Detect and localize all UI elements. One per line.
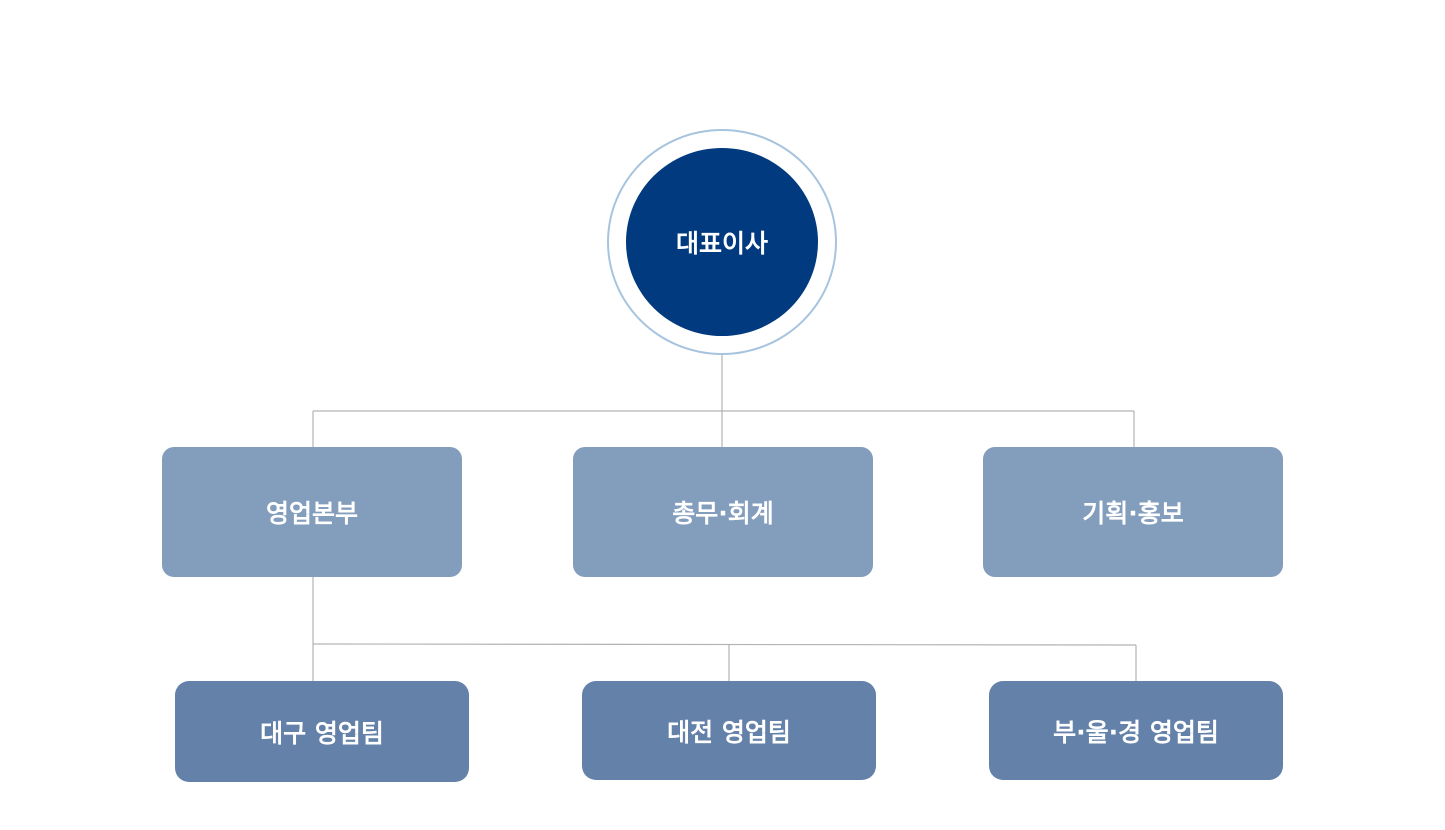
team-label: 부·울·경 영업팀 <box>1053 717 1219 747</box>
team-node-daegu[interactable]: 대구 영업팀 <box>175 681 469 782</box>
ceo-label: 대표이사 <box>675 229 768 258</box>
team-node-busan-ulsan-gyeongnam[interactable]: 부·울·경 영업팀 <box>989 681 1283 780</box>
dept-node-planning-pr[interactable]: 기획·홍보 <box>983 447 1283 577</box>
connector-team-bus <box>312 643 1137 646</box>
dept-label: 영업본부 <box>265 499 358 528</box>
ceo-node[interactable]: 대표이사 <box>626 148 818 336</box>
dept-node-admin-accounting[interactable]: 총무·회계 <box>573 447 873 577</box>
dept-node-sales-hq[interactable]: 영업본부 <box>162 447 462 577</box>
team-node-daejeon[interactable]: 대전 영업팀 <box>582 681 876 780</box>
team-label: 대구 영업팀 <box>260 718 384 748</box>
dept-label: 총무·회계 <box>672 499 774 528</box>
team-label: 대전 영업팀 <box>667 717 791 747</box>
dept-label: 기획·홍보 <box>1082 499 1184 528</box>
